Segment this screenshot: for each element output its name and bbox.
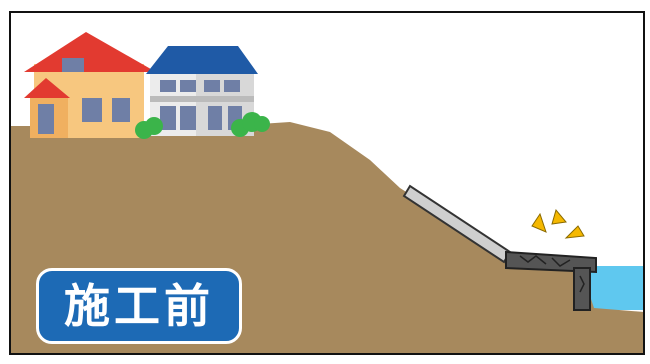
badge-label: 施工前	[64, 279, 214, 333]
before-construction-badge: 施工前	[36, 268, 242, 344]
frame-border	[9, 11, 645, 355]
cracked-retaining-wall-icon	[505, 250, 597, 311]
alert-burst-icon	[531, 208, 585, 239]
apartment-icon	[146, 46, 258, 136]
bush-icon	[135, 112, 270, 139]
house-icon	[24, 32, 156, 138]
